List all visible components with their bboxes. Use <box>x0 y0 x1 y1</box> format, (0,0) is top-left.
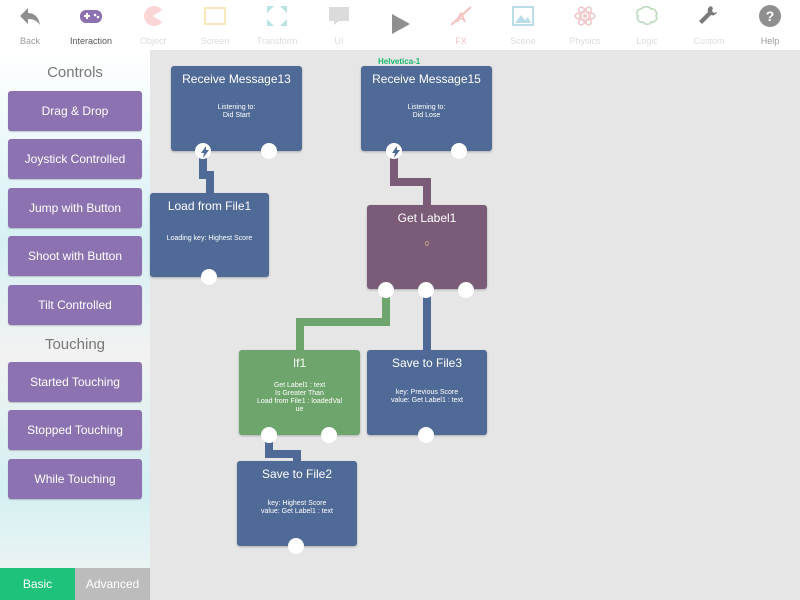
physics-tab[interactable]: Physics <box>555 0 615 50</box>
fx-tab[interactable]: A FX <box>431 0 491 50</box>
ui-tab[interactable]: UI <box>309 0 369 50</box>
receive-message13-node[interactable]: Receive Message13 Listening to: Did Star… <box>171 66 302 159</box>
output-port[interactable] <box>201 269 217 285</box>
screen-tab[interactable]: Screen <box>185 0 245 50</box>
fx-icon: A <box>450 6 472 26</box>
back-button[interactable]: Back <box>0 0 60 50</box>
wrench-icon <box>699 6 717 24</box>
brain-icon <box>636 5 658 26</box>
node-title: If1 <box>292 356 307 370</box>
node-text: Did Start <box>222 112 251 119</box>
scene-tab[interactable]: Scene <box>493 0 553 50</box>
behavior-sidebar: Controls Drag & Drop Joystick Controlled… <box>0 50 150 600</box>
transform-tab[interactable]: Transform <box>247 0 307 50</box>
svg-text:?: ? <box>766 8 775 24</box>
node-text: value: Get Label1 : text <box>391 397 463 404</box>
if1-node[interactable]: If1 Get Label1 : text Is Greater Than Lo… <box>239 350 360 443</box>
node-title: Get Label1 <box>397 211 457 225</box>
controls-section-title: Controls <box>47 64 103 81</box>
transform-arrows-icon <box>267 6 287 26</box>
node-title: Save to File3 <box>391 356 463 370</box>
trigger-port[interactable] <box>386 143 402 159</box>
output-port[interactable] <box>288 538 304 554</box>
save-to-file3-node[interactable]: Save to File3 key: Previous Score value:… <box>367 350 487 443</box>
back-arrow-icon <box>20 8 40 25</box>
screen-label: Screen <box>200 36 230 46</box>
output-port[interactable] <box>458 282 474 298</box>
ui-label: UI <box>334 36 344 46</box>
back-label: Back <box>19 36 40 46</box>
jump-with-button-button[interactable]: Jump with Button <box>8 188 142 228</box>
get-label1-node[interactable]: Get Label1 0 <box>367 205 487 298</box>
physics-label: Physics <box>569 36 601 46</box>
tilt-controlled-button[interactable]: Tilt Controlled <box>8 285 142 325</box>
node-text: Loading key: Highest Score <box>166 235 253 242</box>
receive-message15-node[interactable]: Receive Message15 Listening to: Did Lose <box>361 66 492 159</box>
shoot-with-button-button[interactable]: Shoot with Button <box>8 236 142 276</box>
output-port[interactable] <box>261 143 277 159</box>
object-label: Object <box>139 36 166 46</box>
node-title: Receive Message13 <box>182 72 291 86</box>
false-output-port[interactable] <box>321 427 337 443</box>
scene-label: Scene <box>510 36 536 46</box>
speech-bubble-icon <box>329 7 349 25</box>
true-output-port[interactable] <box>261 427 277 443</box>
interaction-tab[interactable]: Interaction <box>61 0 121 50</box>
output-port[interactable] <box>378 282 394 298</box>
node-text: key: Highest Score <box>267 500 327 507</box>
node-text: Load from File1 : loadedVal <box>256 398 343 405</box>
screen-icon <box>204 7 226 25</box>
play-button[interactable] <box>370 0 430 50</box>
scene-image-icon <box>512 6 534 26</box>
object-tab[interactable]: Object <box>123 0 183 50</box>
trigger-port[interactable] <box>195 143 211 159</box>
node-text: value: Get Label1 : text <box>261 508 333 515</box>
transform-label: Transform <box>256 36 298 46</box>
stopped-touching-button[interactable]: Stopped Touching <box>8 410 142 450</box>
fx-label: FX <box>455 36 467 46</box>
node-title: Load from File1 <box>167 199 252 213</box>
toolbar: Back Interaction Object Screen Transform… <box>0 0 800 51</box>
gamepad-icon <box>80 10 102 23</box>
lightning-icon <box>392 146 400 158</box>
node-text: Get Label1 : text <box>273 382 326 389</box>
atom-icon <box>574 6 596 26</box>
node-text: Is Greater Than <box>275 390 324 397</box>
joystick-controlled-button[interactable]: Joystick Controlled <box>8 139 142 179</box>
node-title: Save to File2 <box>261 467 333 481</box>
node-text: Listening to: <box>407 104 446 111</box>
drag-drop-button[interactable]: Drag & Drop <box>8 91 142 131</box>
load-from-file1-node[interactable]: Load from File1 Loading key: Highest Sco… <box>150 193 269 285</box>
output-port[interactable] <box>418 427 434 443</box>
started-touching-button[interactable]: Started Touching <box>8 362 142 402</box>
interaction-label: Interaction <box>69 36 113 46</box>
svg-text:A: A <box>456 9 466 25</box>
help-button[interactable]: ? Help <box>740 0 800 50</box>
node-text: ue <box>295 406 304 413</box>
touching-section-title: Touching <box>44 336 106 353</box>
help-icon: ? <box>759 5 781 27</box>
pacman-icon <box>144 6 162 27</box>
basic-tab[interactable]: Basic <box>0 568 75 600</box>
output-port[interactable] <box>418 282 434 298</box>
node-text: key: Previous Score <box>395 389 459 396</box>
while-touching-button[interactable]: While Touching <box>8 459 142 499</box>
lightning-icon <box>201 146 209 158</box>
advanced-tab[interactable]: Advanced <box>75 568 150 600</box>
custom-label: Custom <box>693 36 725 46</box>
logic-label: Logic <box>636 36 658 46</box>
save-to-file2-node[interactable]: Save to File2 key: Highest Score value: … <box>237 461 357 554</box>
node-title: Receive Message15 <box>372 72 481 86</box>
node-text: Did Lose <box>412 112 441 119</box>
play-icon <box>392 14 410 34</box>
node-text: Listening to: <box>217 104 256 111</box>
node-text: 0 <box>425 241 429 248</box>
custom-tab[interactable]: Custom <box>679 0 739 50</box>
help-label: Help <box>760 36 780 46</box>
logic-tab[interactable]: Logic <box>617 0 677 50</box>
output-port[interactable] <box>451 143 467 159</box>
selected-object-label: Helvetica-1 <box>378 57 421 66</box>
